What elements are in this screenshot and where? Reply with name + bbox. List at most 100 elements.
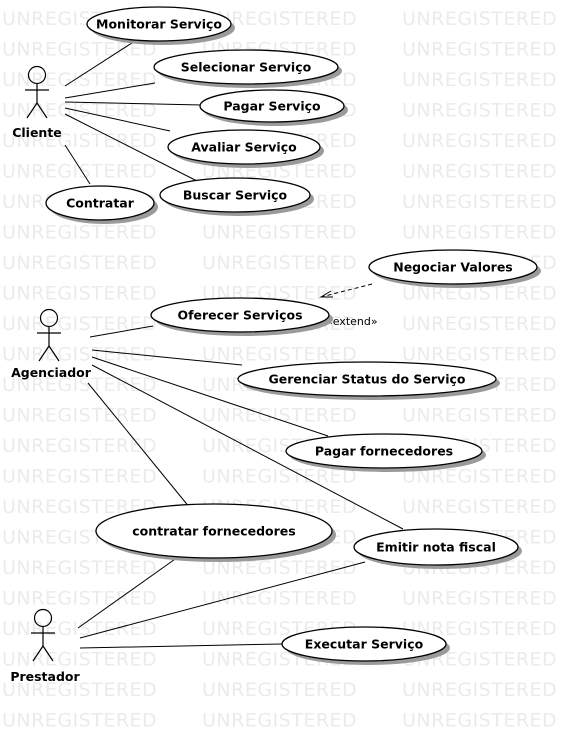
- watermark-text: UNREGISTERED: [402, 222, 557, 244]
- assoc-cliente-buscar[interactable]: [64, 113, 198, 182]
- watermark-text: UNREGISTERED: [2, 374, 157, 396]
- watermark-text: UNREGISTERED: [2, 313, 157, 335]
- watermark-text: UNREGISTERED: [202, 222, 357, 244]
- watermark-text: UNREGISTERED: [402, 130, 557, 152]
- use-case-oferecer-label: Oferecer Serviços: [177, 308, 302, 323]
- watermark-text: UNREGISTERED: [2, 435, 157, 457]
- watermark-text: UNREGISTERED: [2, 649, 157, 671]
- watermark-text: UNREGISTERED: [402, 466, 557, 488]
- use-case-avaliar[interactable]: Avaliar Serviço: [167, 129, 324, 168]
- assoc-cliente-selecionar[interactable]: [64, 82, 156, 99]
- watermark-text: UNREGISTERED: [402, 710, 557, 729]
- use-case-selecionar-label: Selecionar Serviço: [181, 60, 312, 75]
- watermark-text: UNREGISTERED: [202, 588, 357, 610]
- use-case-emitir-label: Emitir nota fiscal: [376, 540, 496, 555]
- assoc-prestador-contratar-fornecedores[interactable]: [77, 556, 179, 629]
- watermark-text: UNREGISTERED: [402, 100, 557, 122]
- assoc-cliente-pagar[interactable]: [64, 101, 203, 106]
- watermark-text: UNREGISTERED: [2, 405, 157, 427]
- use-case-negociar[interactable]: Negociar Valores: [368, 249, 541, 288]
- watermark-text: UNREGISTERED: [402, 405, 557, 427]
- watermark-text: UNREGISTERED: [402, 191, 557, 213]
- watermark-text: UNREGISTERED: [402, 8, 557, 30]
- watermark-text: UNREGISTERED: [2, 161, 157, 183]
- actor-prestador[interactable]: [31, 608, 55, 662]
- watermark-text: UNREGISTERED: [402, 588, 557, 610]
- assoc-prestador-executar[interactable]: [79, 643, 283, 649]
- watermark-text: UNREGISTERED: [202, 679, 357, 701]
- watermark-text: UNREGISTERED: [402, 618, 557, 640]
- watermark-text: UNREGISTERED: [202, 252, 357, 274]
- watermark-text: UNREGISTERED: [2, 344, 157, 366]
- use-case-contratar-fornecedores-label: contratar fornecedores: [132, 524, 295, 539]
- watermark-text: UNREGISTERED: [402, 39, 557, 61]
- assoc-cliente-monitorar[interactable]: [64, 40, 136, 87]
- use-case-pagar-fornecedores-label: Pagar fornecedores: [315, 444, 453, 459]
- use-case-negociar-label: Negociar Valores: [393, 260, 513, 275]
- watermark-text: UNREGISTERED: [2, 466, 157, 488]
- assoc-cliente-contratar[interactable]: [64, 144, 91, 185]
- watermark-text: UNREGISTERED: [2, 496, 157, 518]
- use-case-pagar-fornecedores[interactable]: Pagar fornecedores: [285, 433, 486, 472]
- watermark-text: UNREGISTERED: [402, 161, 557, 183]
- use-case-emitir[interactable]: Emitir nota fiscal: [353, 528, 522, 569]
- use-case-contratar[interactable]: Contratar: [45, 185, 158, 224]
- extend-arrowhead: [319, 290, 333, 298]
- actor-cliente[interactable]: [25, 65, 49, 119]
- watermark-text: UNREGISTERED: [402, 344, 557, 366]
- use-case-selecionar[interactable]: Selecionar Serviço: [153, 49, 342, 88]
- watermark-text: UNREGISTERED: [202, 405, 357, 427]
- watermark-text: UNREGISTERED: [2, 100, 157, 122]
- watermark-text: UNREGISTERED: [2, 130, 157, 152]
- watermark-text: UNREGISTERED: [202, 710, 357, 729]
- extend-dependency-line[interactable]: [320, 283, 373, 298]
- watermark-text: UNREGISTERED: [2, 618, 157, 640]
- assoc-agenciador-pagar-fornecedores[interactable]: [91, 356, 329, 437]
- use-case-pagar[interactable]: Pagar Serviço: [199, 89, 348, 126]
- actor-prestador-label: Prestador: [10, 669, 80, 684]
- watermark-text: UNREGISTERED: [202, 557, 357, 579]
- assoc-agenciador-contratar-fornecedores[interactable]: [87, 382, 191, 509]
- watermark-text: UNREGISTERED: [2, 69, 157, 91]
- use-case-monitorar[interactable]: Monitorar Serviço: [86, 6, 235, 45]
- assoc-agenciador-gerenciar[interactable]: [91, 349, 243, 366]
- use-case-contratar-label: Contratar: [66, 196, 135, 211]
- watermark-text: UNREGISTERED: [2, 283, 157, 305]
- use-case-gerenciar[interactable]: Gerenciar Status do Serviço: [237, 361, 500, 400]
- associations: [64, 40, 404, 649]
- assoc-agenciador-emitir[interactable]: [91, 364, 404, 530]
- watermark-text: UNREGISTERED: [2, 588, 157, 610]
- watermark-text: UNREGISTERED: [2, 710, 157, 729]
- watermark-text: UNREGISTERED: [402, 496, 557, 518]
- use-case-executar[interactable]: Executar Serviço: [281, 626, 450, 665]
- watermark-text: UNREGISTERED: [402, 679, 557, 701]
- watermark-text: UNREGISTERED: [402, 283, 557, 305]
- assoc-cliente-avaliar[interactable]: [64, 107, 171, 132]
- use-case-contratar-fornecedores[interactable]: contratar fornecedores: [95, 503, 336, 562]
- use-case-buscar[interactable]: Buscar Serviço: [159, 177, 314, 216]
- watermark-text: UNREGISTERED: [202, 466, 357, 488]
- watermark-text: UNREGISTERED: [2, 222, 157, 244]
- watermark-text: UNREGISTERED: [2, 679, 157, 701]
- actor-cliente-label: Cliente: [12, 125, 62, 140]
- use-case-gerenciar-label: Gerenciar Status do Serviço: [269, 372, 466, 387]
- use-case-buscar-label: Buscar Serviço: [183, 188, 288, 203]
- actor-agenciador[interactable]: [37, 308, 61, 362]
- watermark-text: UNREGISTERED: [2, 252, 157, 274]
- assoc-prestador-emitir[interactable]: [79, 561, 366, 639]
- watermark-text: UNREGISTERED: [402, 313, 557, 335]
- watermark-text: UNREGISTERED: [2, 39, 157, 61]
- actor-agenciador-label: Agenciador: [11, 365, 92, 380]
- use-case-oferecer[interactable]: Oferecer Serviços: [150, 297, 333, 336]
- use-case-pagar-label: Pagar Serviço: [223, 99, 321, 114]
- watermark-text: UNREGISTERED: [402, 69, 557, 91]
- use-case-executar-label: Executar Serviço: [305, 637, 424, 652]
- watermark-text: UNREGISTERED: [202, 8, 357, 30]
- watermark-text: UNREGISTERED: [202, 344, 357, 366]
- assoc-agenciador-oferecer[interactable]: [89, 325, 154, 338]
- watermark-text: UNREGISTERED: [2, 557, 157, 579]
- extend-stereotype-label: «extend»: [326, 315, 378, 328]
- use-case-avaliar-label: Avaliar Serviço: [191, 140, 297, 155]
